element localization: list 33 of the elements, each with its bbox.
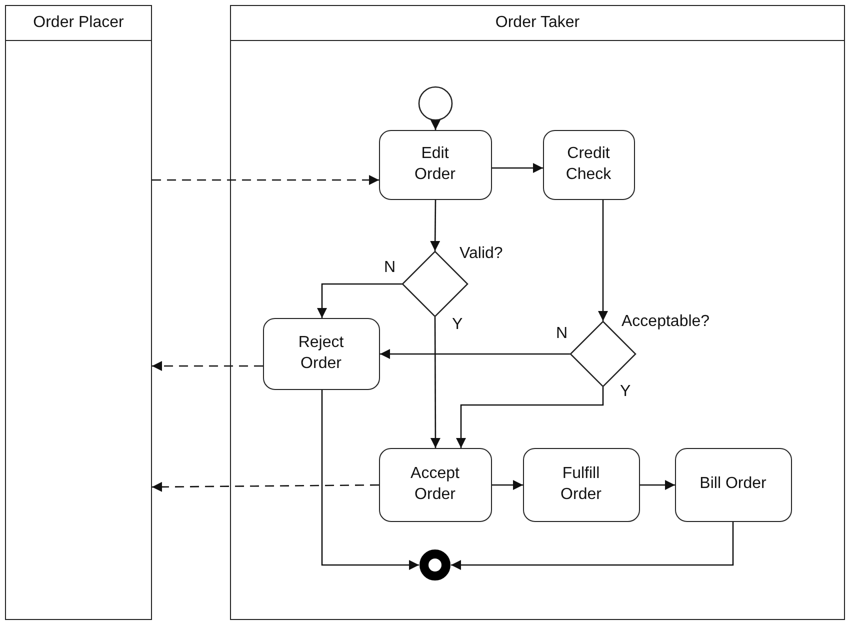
lane-title: Order Placer [33,14,124,32]
activity-label: Edit Order [414,144,456,184]
arrow [640,480,675,490]
activity-label: Bill Order [698,474,768,494]
activity-box [262,318,380,390]
activity-box [542,130,634,200]
arrow [321,390,419,570]
dashed-arrow [152,361,263,371]
arrow [317,283,402,318]
arrow [430,120,440,130]
activity-label: Fulfill Order [560,464,602,504]
swimlane [5,5,152,620]
arrow [492,163,543,173]
arrow [430,200,440,251]
arrow [380,349,570,359]
activity-box [378,130,492,200]
dashed-arrow [152,175,379,185]
lane-title: Order Taker [495,14,580,32]
decision-label: Acceptable? [622,312,710,330]
dashed-arrow [152,482,379,492]
swimlane [230,5,845,620]
activity-box [522,448,640,522]
activity-box [378,448,492,522]
decision-label: Valid? [460,244,503,262]
arrow [456,387,604,448]
activity-label: Accept Order [410,464,460,504]
activity-label: Credit Check [564,144,612,184]
arrow [451,522,734,570]
arrow [430,317,440,448]
arrow [598,200,608,321]
activity-box [674,448,792,522]
activity-label: Reject Order [297,332,345,374]
arrow [492,480,523,490]
